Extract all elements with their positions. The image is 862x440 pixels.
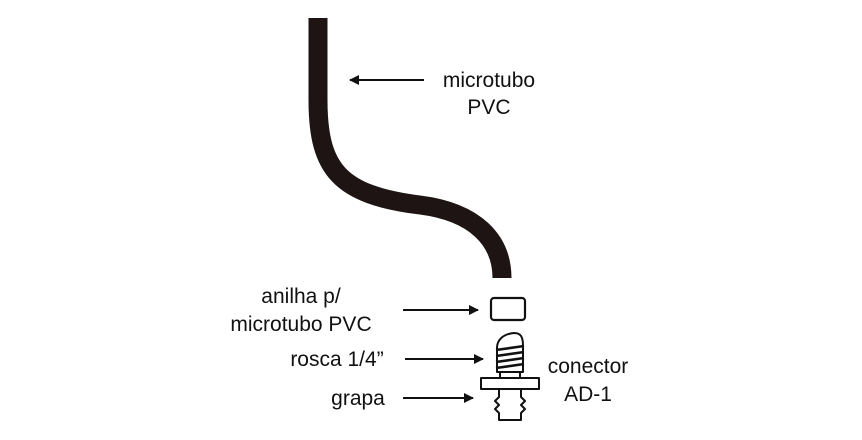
washer-ring — [489, 296, 527, 322]
label-anilha-line1: anilha p/ — [261, 285, 341, 308]
connector-ad1 — [480, 332, 540, 421]
label-conector-line2: AD-1 — [564, 383, 612, 406]
thread-ridges — [495, 344, 525, 370]
label-anilha-line2: microtubo PVC — [230, 313, 371, 336]
label-microtubo-line1: microtubo — [443, 69, 535, 92]
label-rosca: rosca 1/4” — [290, 348, 383, 371]
label-microtubo-line2: PVC — [467, 96, 510, 119]
label-grapa: grapa — [331, 387, 385, 410]
connector-threaded-tip — [496, 332, 524, 373]
pvc-microtube — [308, 18, 512, 279]
label-conector-line1: conector — [548, 355, 629, 378]
connector-flange — [480, 377, 540, 390]
connector-barbed-stem — [494, 388, 526, 421]
